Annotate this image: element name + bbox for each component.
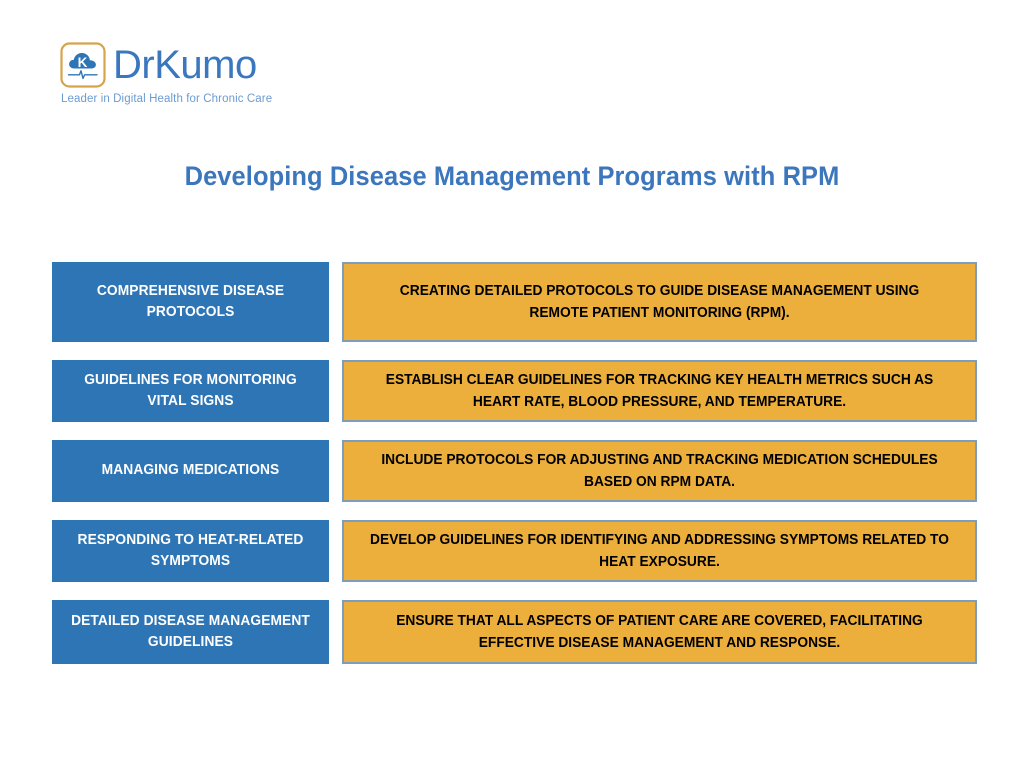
- row-label-text: RESPONDING TO HEAT-RELATED SYMPTOMS: [77, 531, 304, 569]
- row-description-text: ESTABLISH CLEAR GUIDELINES FOR TRACKING …: [385, 371, 934, 410]
- row-label-cell: GUIDELINES FOR MONITORING VITAL SIGNS: [52, 360, 329, 422]
- logo-wordmark: DrKumo: [113, 43, 257, 87]
- row-label-text: MANAGING MEDICATIONS: [101, 462, 280, 479]
- content-row: DETAILED DISEASE MANAGEMENT GUIDELINES E…: [52, 600, 977, 664]
- row-description-cell: ESTABLISH CLEAR GUIDELINES FOR TRACKING …: [342, 360, 977, 422]
- row-label-text: COMPREHENSIVE DISEASE PROTOCOLS: [96, 282, 285, 320]
- content-row: COMPREHENSIVE DISEASE PROTOCOLS CREATING…: [52, 262, 977, 342]
- content-rows: COMPREHENSIVE DISEASE PROTOCOLS CREATING…: [52, 262, 977, 664]
- row-description-text: CREATING DETAILED PROTOCOLS TO GUIDE DIS…: [399, 282, 920, 321]
- row-label-cell: RESPONDING TO HEAT-RELATED SYMPTOMS: [52, 520, 329, 582]
- content-row: MANAGING MEDICATIONS INCLUDE PROTOCOLS F…: [52, 440, 977, 502]
- row-description-text: INCLUDE PROTOCOLS FOR ADJUSTING AND TRAC…: [381, 451, 938, 490]
- brand-logo: K DrKumo Leader in Digital Health for Ch…: [60, 42, 272, 105]
- row-description-cell: DEVELOP GUIDELINES FOR IDENTIFYING AND A…: [342, 520, 977, 582]
- page-title: Developing Disease Management Programs w…: [184, 161, 840, 191]
- cloud-k-ecg-icon: K: [60, 42, 106, 88]
- row-description-text: ENSURE THAT ALL ASPECTS OF PATIENT CARE …: [396, 612, 923, 651]
- row-label-text: GUIDELINES FOR MONITORING VITAL SIGNS: [84, 371, 297, 409]
- row-description-text: DEVELOP GUIDELINES FOR IDENTIFYING AND A…: [370, 531, 949, 570]
- row-label-cell: DETAILED DISEASE MANAGEMENT GUIDELINES: [52, 600, 329, 664]
- content-row: GUIDELINES FOR MONITORING VITAL SIGNS ES…: [52, 360, 977, 422]
- logo-row: K DrKumo: [60, 42, 257, 88]
- logo-tagline: Leader in Digital Health for Chronic Car…: [61, 93, 273, 105]
- row-label-cell: MANAGING MEDICATIONS: [52, 440, 329, 502]
- row-label-cell: COMPREHENSIVE DISEASE PROTOCOLS: [52, 262, 329, 342]
- svg-text:K: K: [78, 55, 88, 70]
- row-label-text: DETAILED DISEASE MANAGEMENT GUIDELINES: [71, 612, 310, 650]
- row-description-cell: INCLUDE PROTOCOLS FOR ADJUSTING AND TRAC…: [342, 440, 977, 502]
- row-description-cell: CREATING DETAILED PROTOCOLS TO GUIDE DIS…: [342, 262, 977, 342]
- row-description-cell: ENSURE THAT ALL ASPECTS OF PATIENT CARE …: [342, 600, 977, 664]
- content-row: RESPONDING TO HEAT-RELATED SYMPTOMS DEVE…: [52, 520, 977, 582]
